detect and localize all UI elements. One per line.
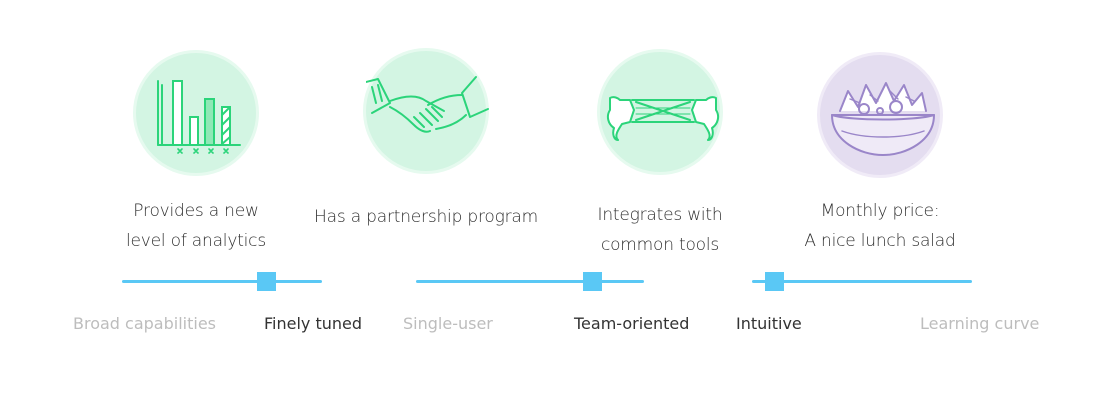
bar-chart-icon — [157, 80, 241, 154]
caption-integrations: Integrates with common tools — [540, 200, 780, 260]
slider-track[interactable] — [752, 280, 972, 283]
slider-capabilities-right-label: Finely tuned — [264, 314, 363, 333]
slider-learning[interactable] — [752, 270, 972, 294]
slider-track[interactable] — [416, 280, 644, 283]
slider-capabilities-left-label: Broad capabilities — [73, 314, 216, 333]
caption-partnership: Has a partnership program — [306, 202, 546, 232]
slider-team-left-label: Single-user — [403, 314, 493, 333]
slider-learning-left-label: Intuitive — [736, 314, 802, 333]
feature-analytics: Provides a new level of analytics — [76, 0, 316, 260]
handshake-icon — [366, 76, 489, 133]
feature-price: Monthly price: A nice lunch salad — [760, 0, 1000, 260]
caption-line: Integrates with — [597, 205, 723, 225]
caption-analytics: Provides a new level of analytics — [76, 196, 316, 256]
slider-thumb[interactable] — [257, 272, 276, 291]
caption-price: Monthly price: A nice lunch salad — [760, 196, 1000, 256]
slider-learning-right-label: Learning curve — [920, 314, 1040, 333]
slider-track[interactable] — [122, 280, 322, 283]
caption-line: Monthly price: — [820, 201, 940, 221]
icon-circle-partnership — [363, 48, 489, 174]
caption-line: level of analytics — [125, 231, 266, 251]
feature-partnership: Has a partnership program — [306, 0, 546, 260]
slider-thumb[interactable] — [582, 272, 602, 291]
caption-line: Has a partnership program — [314, 207, 538, 227]
feature-integrations: Integrates with common tools — [540, 0, 780, 260]
salad-bowl-icon — [831, 82, 935, 156]
caption-line: common tools — [600, 235, 720, 255]
icon-circle-price — [817, 52, 943, 178]
slider-team[interactable] — [416, 270, 644, 294]
icon-circle-integrations — [597, 49, 723, 175]
slider-capabilities[interactable] — [122, 270, 322, 294]
caption-line: A nice lunch salad — [804, 231, 956, 251]
caption-line: Provides a new — [133, 201, 259, 221]
icon-circle-analytics — [133, 50, 259, 176]
slider-team-right-label: Team-oriented — [574, 314, 690, 333]
slider-thumb[interactable] — [765, 272, 784, 291]
hands-connecting-icon — [606, 96, 720, 141]
